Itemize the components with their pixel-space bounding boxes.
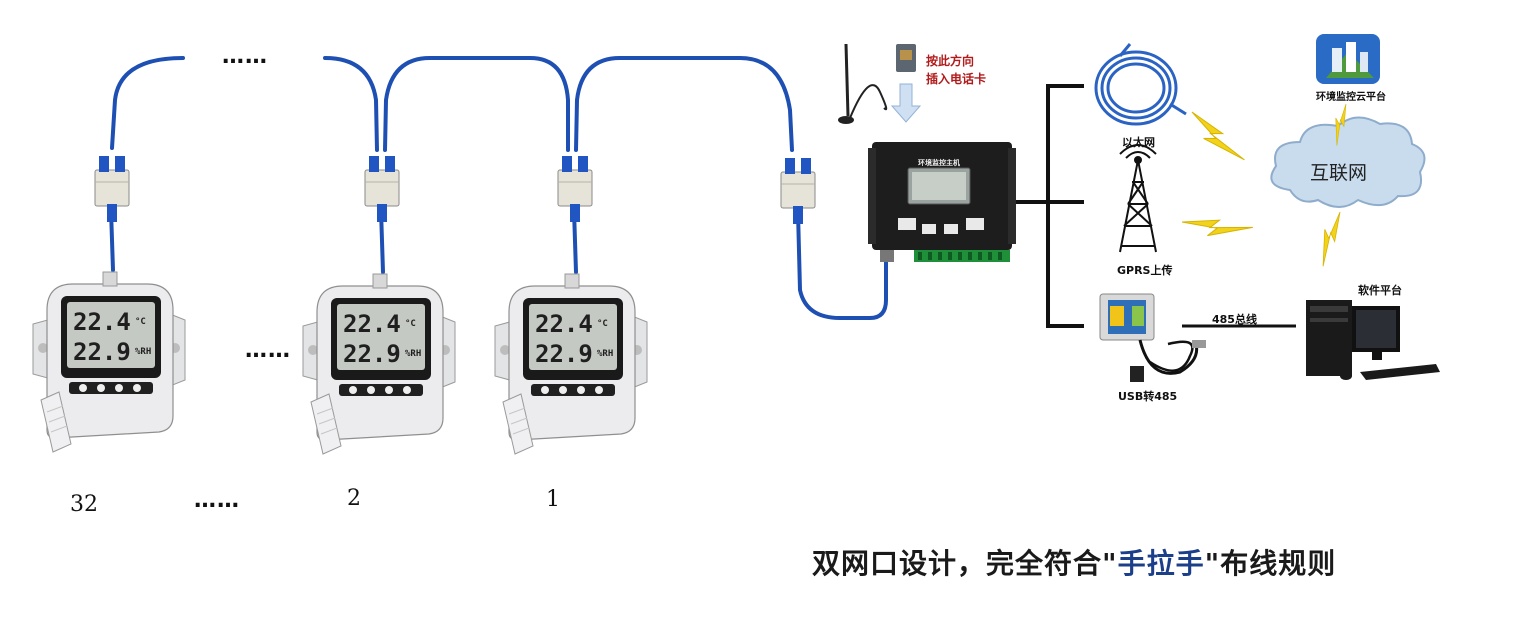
internet-cloud xyxy=(1270,116,1426,208)
caption-suffix: "布线规则 xyxy=(1204,547,1337,580)
chain-ellipsis-middle: …… xyxy=(245,338,291,363)
rj45-splitter xyxy=(94,155,130,223)
rj45-splitter xyxy=(557,155,593,223)
cloud-platform-icon xyxy=(1316,34,1380,84)
internet-label: 互联网 xyxy=(1310,162,1368,184)
design-caption: 双网口设计，完全符合"手拉手"布线规则 xyxy=(812,542,1336,582)
sim-instruction-line2: 插入电话卡 xyxy=(926,72,987,86)
rj45-splitter xyxy=(364,155,400,223)
lightning-bolt xyxy=(1184,111,1252,161)
ethernet-cable xyxy=(1094,43,1187,126)
host-front-title: 环境监控主机 xyxy=(918,159,960,167)
gprs-label: GPRS上传 xyxy=(1117,264,1173,277)
sensor-2 xyxy=(302,273,456,455)
gprs-tower xyxy=(1119,144,1157,253)
caption-prefix: 双网口设计，完全符合" xyxy=(812,547,1118,580)
host-controller xyxy=(838,43,1016,262)
sim-instruction-line1: 按此方向 xyxy=(926,54,975,68)
usb485-label: USB转485 xyxy=(1118,390,1178,403)
chain-ellipsis-bottom: …… xyxy=(194,488,240,513)
sim-instruction: 按此方向 插入电话卡 xyxy=(926,52,986,88)
chain-ellipsis-top: …… xyxy=(222,44,268,69)
sensor-number-1: 1 xyxy=(546,487,560,512)
lightning-bolt xyxy=(1181,193,1254,257)
ethernet-label: 以太网 xyxy=(1122,136,1155,149)
lightning-bolt xyxy=(1310,211,1353,267)
rj45-splitter xyxy=(780,157,816,225)
rs485-bus-label: 485总线 xyxy=(1212,313,1257,326)
sensor-1 xyxy=(494,273,648,455)
sensor-32 xyxy=(32,271,186,453)
connection-bracket xyxy=(1016,84,1084,328)
usb-485-converter xyxy=(1099,293,1206,382)
sensor-number-32: 32 xyxy=(70,492,98,517)
sensor-number-2: 2 xyxy=(347,486,361,511)
software-platform-computer xyxy=(1306,300,1440,380)
caption-highlight: 手拉手 xyxy=(1117,547,1205,580)
cloud-platform-label: 环境监控云平台 xyxy=(1316,92,1386,103)
network-cables xyxy=(109,56,888,320)
software-platform-label: 软件平台 xyxy=(1358,284,1402,297)
